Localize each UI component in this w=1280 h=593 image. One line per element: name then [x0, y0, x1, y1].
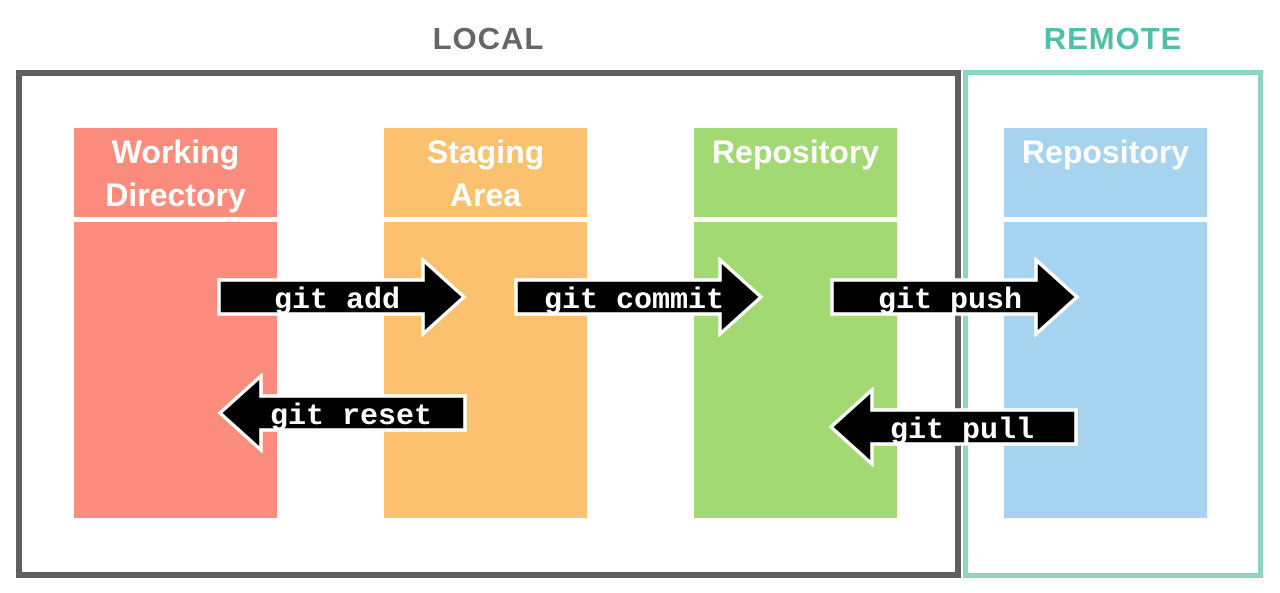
git-push-arrow: git push	[830, 257, 1080, 337]
local-repository-label: Repository	[711, 134, 880, 170]
local-repository-divider	[694, 217, 897, 222]
staging-area-column: Staging Area	[384, 128, 587, 518]
working-directory-column: Working Directory	[74, 128, 277, 518]
git-pull-arrow: git pull	[828, 387, 1078, 467]
local-repository-header: Repository	[694, 128, 897, 217]
git-pull-label: git pull	[890, 414, 1034, 448]
working-directory-divider	[74, 217, 277, 222]
staging-area-divider	[384, 217, 587, 222]
staging-area-label-line1: Staging	[426, 134, 545, 170]
left-arrow-shape	[828, 387, 1078, 467]
left-arrow-shape	[217, 373, 467, 453]
local-zone-box	[16, 70, 961, 578]
remote-repository-label: Repository	[1021, 134, 1190, 170]
right-arrow-shape	[514, 257, 764, 337]
working-directory-header: Working Directory	[74, 128, 277, 217]
remote-zone-box	[963, 70, 1263, 578]
staging-area-header: Staging Area	[384, 128, 587, 217]
remote-zone-title: REMOTE	[1043, 21, 1183, 56]
git-reset-label: git reset	[270, 400, 432, 434]
staging-area-label-line2: Area	[449, 177, 522, 213]
git-add-arrow: git add	[217, 257, 467, 337]
git-commit-label: git commit	[544, 284, 724, 318]
right-arrow-shape	[830, 257, 1080, 337]
working-directory-label-line1: Working	[111, 134, 240, 170]
git-reset-arrow: git reset	[217, 373, 467, 453]
local-zone-title: LOCAL	[432, 21, 545, 56]
remote-repository-divider	[1004, 217, 1207, 222]
remote-repository-header: Repository	[1004, 128, 1207, 217]
git-commit-arrow: git commit	[514, 257, 764, 337]
working-directory-label-line2: Directory	[105, 177, 246, 213]
right-arrow-shape	[217, 257, 467, 337]
git-add-label: git add	[274, 284, 400, 318]
git-push-label: git push	[878, 284, 1022, 318]
